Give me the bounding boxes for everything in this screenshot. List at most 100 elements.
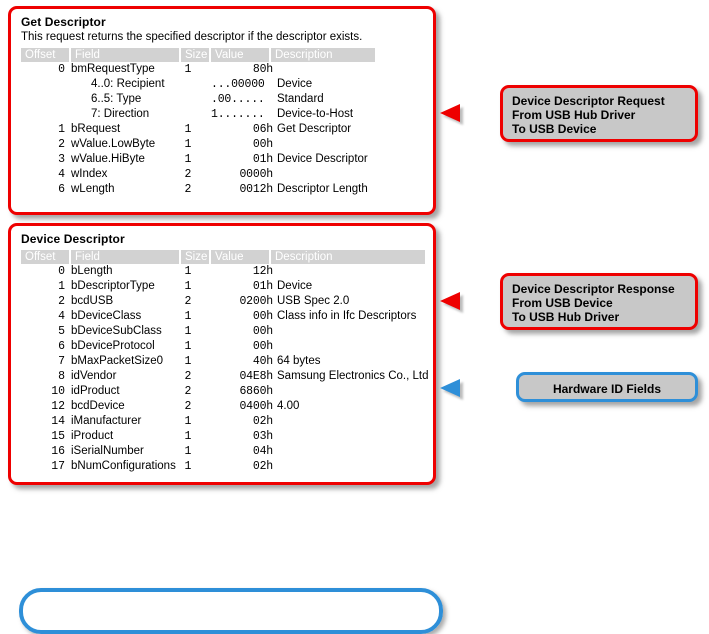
cell-description: USB Spec 2.0 xyxy=(277,295,350,307)
cell-size: 2 xyxy=(184,370,192,383)
table-row: 2 wValue.LowByte 1 00h xyxy=(21,137,433,152)
cell-offset: 6 xyxy=(58,183,65,196)
cell-value: 01h xyxy=(252,280,273,293)
column-header-size: Size xyxy=(181,48,209,62)
cell-value: 00h xyxy=(252,325,273,338)
cell-value: 06h xyxy=(252,123,273,136)
device-descriptor-title: Device Descriptor xyxy=(21,232,125,246)
get-descriptor-title: Get Descriptor xyxy=(21,15,106,29)
cell-size: 1 xyxy=(184,310,192,323)
cell-size: 2 xyxy=(184,385,192,398)
cell-description: Get Descriptor xyxy=(277,123,352,135)
column-header-value: Value xyxy=(211,48,269,62)
cell-offset: 14 xyxy=(51,415,65,428)
diagram-canvas: Get Descriptor This request returns the … xyxy=(8,6,698,634)
cell-size: 1 xyxy=(184,325,192,338)
column-header-size: Size xyxy=(181,250,209,264)
column-header-value: Value xyxy=(211,250,269,264)
cell-offset: 3 xyxy=(58,153,65,166)
cell-size: 1 xyxy=(184,415,192,428)
cell-value: .00..... xyxy=(211,93,265,106)
cell-size: 2 xyxy=(184,295,192,308)
cell-value: 0000h xyxy=(239,168,273,181)
cell-field: 7: Direction xyxy=(91,108,150,120)
cell-description: Device-to-Host xyxy=(277,108,354,120)
cell-field: bcdUSB xyxy=(71,295,114,307)
cell-offset: 16 xyxy=(51,445,65,458)
cell-size: 1 xyxy=(184,445,192,458)
cell-size: 1 xyxy=(184,340,192,353)
cell-field: bNumConfigurations xyxy=(71,460,176,472)
cell-field: bDescriptorType xyxy=(71,280,155,292)
cell-offset: 7 xyxy=(58,355,65,368)
cell-description: Descriptor Length xyxy=(277,183,368,195)
column-header-field: Field xyxy=(71,250,179,264)
cell-field: 4..0: Recipient xyxy=(91,78,165,90)
cell-field: wValue.LowByte xyxy=(71,138,156,150)
cell-field: 6..5: Type xyxy=(91,93,142,105)
cell-description: 64 bytes xyxy=(277,355,321,367)
cell-offset: 6 xyxy=(58,340,65,353)
cell-field: bDeviceSubClass xyxy=(71,325,162,337)
cell-offset: 8 xyxy=(58,370,65,383)
table-header-row: Offset Field Size Value Description xyxy=(21,250,433,264)
cell-description: Standard xyxy=(277,93,324,105)
cell-value: 00h xyxy=(252,138,273,151)
device-descriptor-panel: Device Descriptor Offset Field Size Valu… xyxy=(8,223,443,634)
cell-value: 00h xyxy=(252,340,273,353)
cell-size: 1 xyxy=(184,355,192,368)
cell-field: bLength xyxy=(71,265,113,277)
cell-field: wValue.HiByte xyxy=(71,153,145,165)
cell-size: 1 xyxy=(184,123,192,136)
cell-offset: 10 xyxy=(51,385,65,398)
cell-size: 1 xyxy=(184,430,192,443)
cell-field: wLength xyxy=(71,183,115,195)
cell-description: 4.00 xyxy=(277,400,300,412)
cell-offset: 0 xyxy=(58,63,65,76)
request-arrow-icon xyxy=(440,104,502,122)
cell-value: 80h xyxy=(252,63,273,76)
cell-offset: 2 xyxy=(58,138,65,151)
cell-field: bDeviceProtocol xyxy=(71,340,155,352)
cell-size: 1 xyxy=(184,138,192,151)
cell-offset: 1 xyxy=(58,123,65,136)
cell-description: Device Descriptor xyxy=(277,153,368,165)
cell-field: iProduct xyxy=(71,430,114,442)
cell-value: 03h xyxy=(252,430,273,443)
cell-description: Class info in Ifc Descriptors xyxy=(277,310,417,322)
cell-description: Device xyxy=(277,280,313,292)
hardware-id-arrow-icon xyxy=(440,379,518,397)
cell-value: 00h xyxy=(252,310,273,323)
cell-offset: 1 xyxy=(58,280,65,293)
get-descriptor-subtitle: This request returns the specified descr… xyxy=(21,31,363,43)
cell-offset: 17 xyxy=(51,460,65,473)
cell-size: 1 xyxy=(184,460,192,473)
cell-field: iManufacturer xyxy=(71,415,142,427)
cell-field: bDeviceClass xyxy=(71,310,142,322)
cell-offset: 4 xyxy=(58,168,65,181)
cell-value: 04h xyxy=(252,445,273,458)
device-descriptor-table: Offset Field Size Value Description 0 bLe… xyxy=(21,250,433,474)
column-header-offset: Offset xyxy=(21,48,69,62)
cell-offset: 2 xyxy=(58,295,65,308)
cell-field: bmRequestType xyxy=(71,63,155,75)
cell-value: 0012h xyxy=(239,183,273,196)
cell-offset: 0 xyxy=(58,265,65,278)
cell-value: 01h xyxy=(252,153,273,166)
